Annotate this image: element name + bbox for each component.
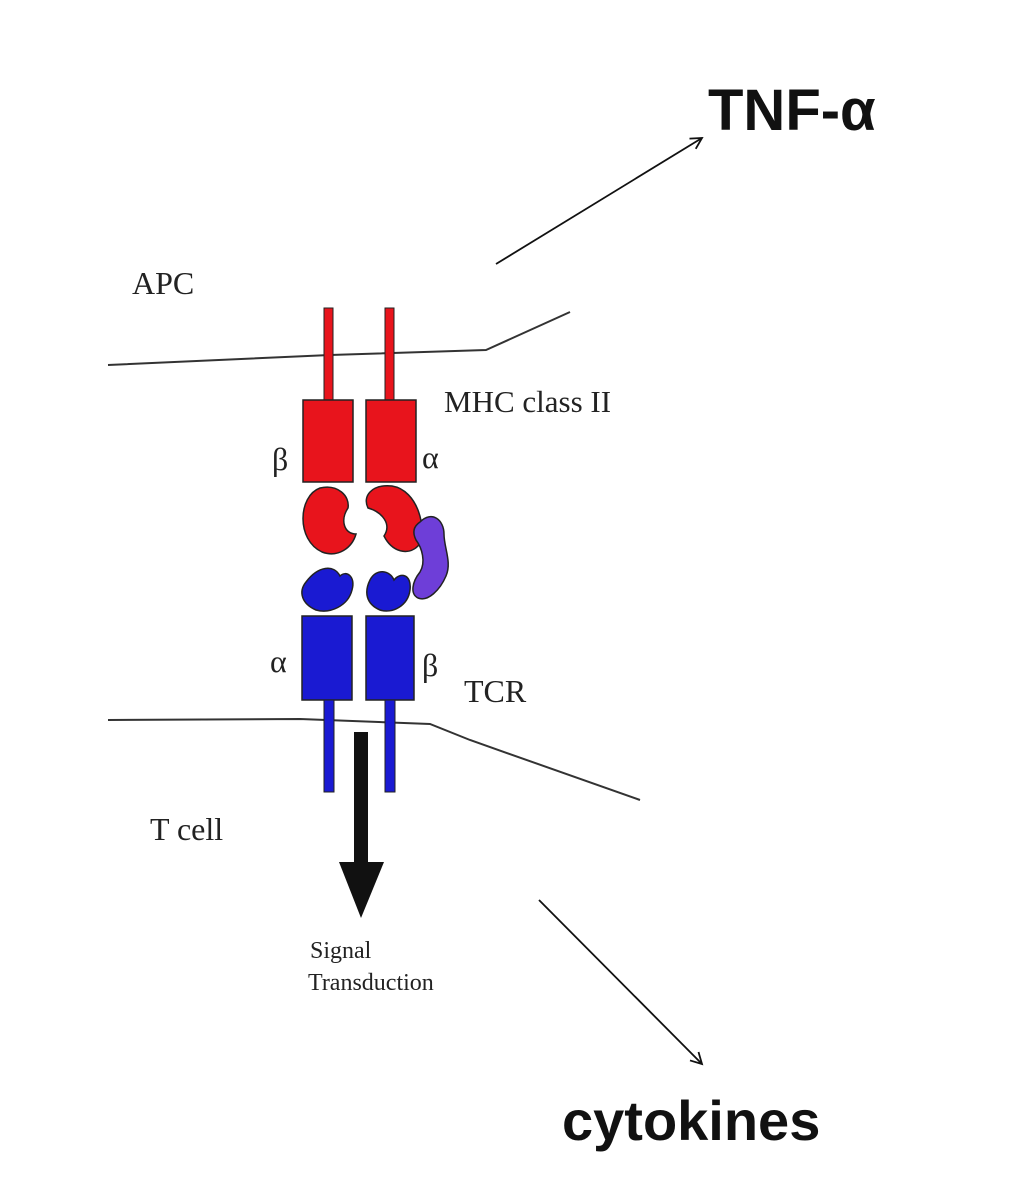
- tnf-arrow: [495, 137, 704, 265]
- tcell-membrane: [107, 717, 641, 801]
- tcr-beta-domain: [365, 615, 415, 701]
- mhc-alpha-stem: [384, 307, 395, 403]
- tnf-alpha-label: TNF-α: [708, 78, 876, 143]
- signal-arrow-head: [339, 862, 384, 918]
- tcr-alpha-stem: [323, 699, 335, 793]
- tcr-alpha-binding-domain: [301, 567, 354, 612]
- cytokines-label: cytokines: [562, 1089, 820, 1152]
- transduction-label: Transduction: [308, 970, 434, 996]
- tcr-alpha-domain: [301, 615, 353, 701]
- tcr-alpha-label: α: [270, 643, 287, 679]
- mhc-alpha-label: α: [422, 439, 439, 475]
- tcr-beta-binding-domain: [366, 571, 411, 612]
- tcr-label: TCR: [464, 673, 527, 709]
- mhc-alpha-binding-domain: [365, 485, 423, 553]
- mhc-class-ii-label: MHC class II: [444, 384, 611, 419]
- peptide-superantigen: [412, 516, 449, 600]
- mhc-beta-domain: [302, 399, 354, 483]
- apc-label: APC: [132, 265, 194, 301]
- mhc-beta-stem: [323, 307, 334, 403]
- mhc-beta-binding-domain: [302, 486, 357, 555]
- tcr-beta-stem: [384, 699, 396, 793]
- mhc-alpha-domain: [365, 399, 417, 483]
- signal-arrow-shaft: [354, 732, 368, 864]
- cytokines-arrow: [538, 899, 704, 1066]
- tcell-label: T cell: [150, 811, 223, 847]
- apc-membrane: [107, 311, 571, 366]
- tcr-beta-label: β: [422, 647, 438, 683]
- signal-label: Signal: [310, 938, 372, 964]
- mhc-beta-label: β: [272, 441, 288, 477]
